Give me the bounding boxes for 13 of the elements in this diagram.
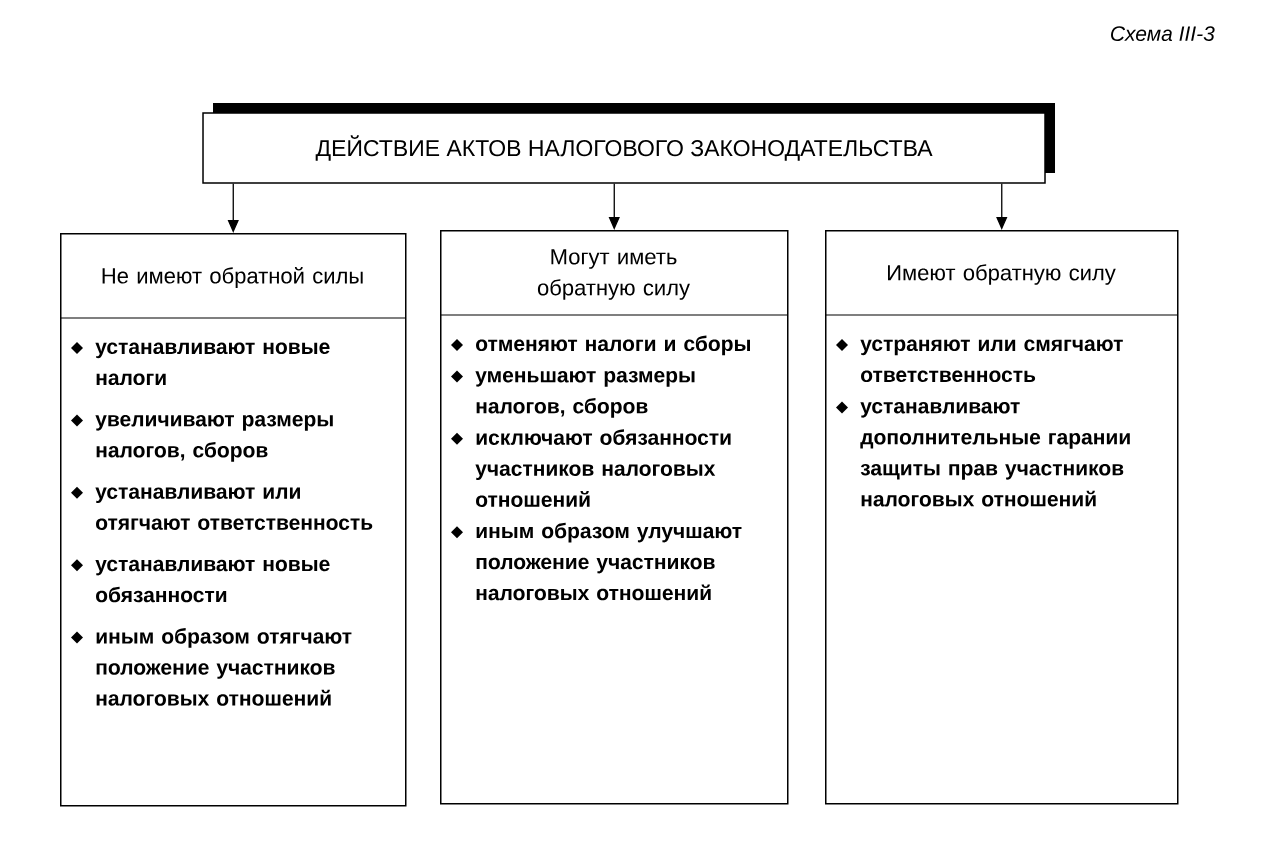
column-heading: Имеют обратную силу: [888, 264, 1116, 285]
bullet-item: иным образом отягчают положение участников налоговых отношений: [71, 628, 352, 706]
bullet-item: иным образом улучшают положение участников налоговых отношений: [451, 522, 742, 601]
bullet-item: устанавливают дополнительные гарании защиты прав участников налоговых отношений: [836, 401, 1130, 507]
bullet-item: отменяют налоги и сборы: [451, 335, 750, 356]
bullet-item: устанавливают или отягчают ответственность: [71, 486, 373, 530]
column-heading: Не имеют обратной силы: [102, 267, 363, 288]
bullet-item: устанавливают новые налоги: [71, 342, 330, 386]
bullet-item: устанавливают новые обязанности: [71, 559, 330, 603]
column-heading: Могут иметь обратную силу: [537, 249, 690, 300]
scheme-number: Схема III-3: [1111, 26, 1215, 42]
bullet-item: увеличивают размеры налогов, сборов: [71, 414, 333, 462]
title-box: ДЕЙСТВИЕ АКТОВ НАЛОГОВОГО ЗАКОНОДАТЕЛЬСТВА: [202, 103, 1055, 184]
